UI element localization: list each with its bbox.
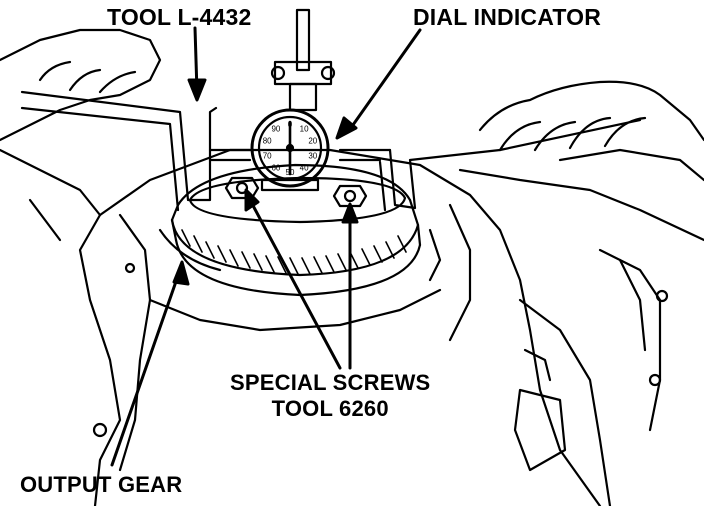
tool-l4432-label: TOOL L-4432 bbox=[107, 4, 252, 30]
dial-indicator bbox=[250, 108, 330, 192]
dial-indicator-stand bbox=[270, 8, 336, 112]
special-screws-label-line2: TOOL 6260 bbox=[271, 396, 389, 421]
special-screws-label: SPECIAL SCREWS TOOL 6260 bbox=[230, 372, 430, 420]
transmission-housing bbox=[78, 148, 669, 506]
tool-l4432 bbox=[20, 90, 642, 212]
special-screws-label-line1: SPECIAL SCREWS bbox=[230, 370, 431, 395]
dial-indicator-label: DIAL INDICATOR bbox=[413, 4, 602, 30]
output-gear bbox=[170, 163, 422, 297]
output-gear-label: OUTPUT GEAR bbox=[20, 472, 183, 497]
right-hand bbox=[458, 80, 704, 242]
left-hand bbox=[0, 28, 162, 242]
leader-arrows bbox=[110, 26, 422, 467]
